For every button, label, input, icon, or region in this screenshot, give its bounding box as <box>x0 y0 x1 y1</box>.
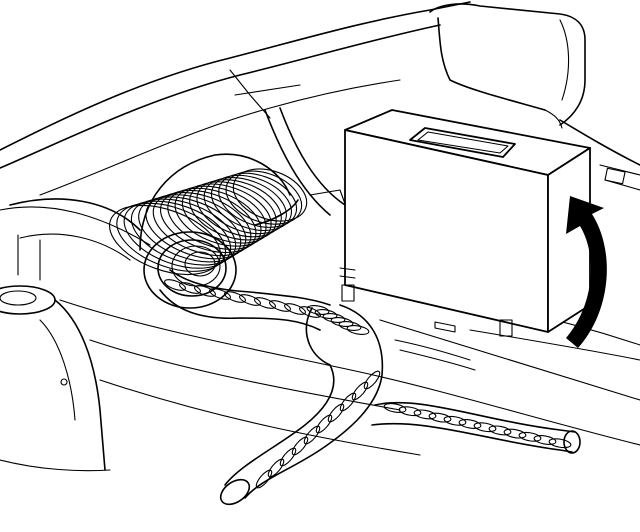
hose-ring <box>548 438 572 449</box>
duct-ring <box>218 172 298 228</box>
seat-back <box>429 3 586 129</box>
hose-ring <box>315 414 333 434</box>
duct-ring <box>145 194 247 260</box>
hose-ring <box>339 392 357 412</box>
hose-ring <box>164 279 186 291</box>
round-post <box>0 285 111 472</box>
hose-ring <box>291 436 309 456</box>
curved-arrow-up-icon <box>566 196 607 348</box>
hose-ring <box>346 325 370 335</box>
hose-ring <box>303 425 321 445</box>
hose-ring <box>338 321 362 331</box>
module-box <box>339 109 591 337</box>
hose-ring <box>179 282 201 294</box>
duct-ring <box>138 196 242 263</box>
duct-ring <box>203 177 287 235</box>
hose-ring <box>239 294 261 306</box>
hose-ring <box>443 415 467 426</box>
hose-ring <box>533 435 557 445</box>
hose-ring <box>458 419 482 429</box>
hose-ring <box>299 306 321 318</box>
hose-ring <box>279 447 297 467</box>
hose-ring <box>209 288 231 300</box>
duct-ring <box>108 204 222 276</box>
hose-ring <box>267 458 285 478</box>
hose-ring <box>284 303 306 315</box>
hose-ring <box>363 370 381 390</box>
hose-ring <box>327 403 345 423</box>
hose-ring <box>488 425 512 436</box>
duct-ring <box>181 183 272 244</box>
hose-ring <box>255 469 273 489</box>
hose-ring <box>322 313 346 323</box>
duct-ring <box>189 181 277 241</box>
vehicle-body-structure <box>0 1 640 456</box>
duct-ring <box>210 174 292 231</box>
hose-ring <box>269 300 291 312</box>
hose-ring <box>314 309 338 319</box>
hose-ring <box>503 428 527 439</box>
duct-ring <box>123 200 232 269</box>
hose-ring <box>306 305 330 315</box>
corrugated-duct <box>108 153 308 309</box>
hose-ring <box>413 409 437 420</box>
hose-ring <box>398 406 422 417</box>
duct-ring <box>232 168 308 222</box>
hose-ring <box>194 285 216 297</box>
hose-ring <box>518 431 542 442</box>
flexible-hose <box>159 269 581 506</box>
duct-ring <box>167 187 262 250</box>
hose-ring <box>330 317 354 327</box>
duct-ring <box>174 185 267 247</box>
hose-ring <box>383 403 407 413</box>
duct-ring <box>116 202 227 272</box>
duct-ring <box>225 170 303 225</box>
duct-ring <box>196 179 282 238</box>
hose-ring <box>254 297 276 309</box>
hose-ring <box>428 412 452 423</box>
hose-ring <box>351 381 369 401</box>
hose-ring <box>473 422 497 433</box>
duct-ring <box>159 189 257 253</box>
hose-ring <box>224 291 246 303</box>
